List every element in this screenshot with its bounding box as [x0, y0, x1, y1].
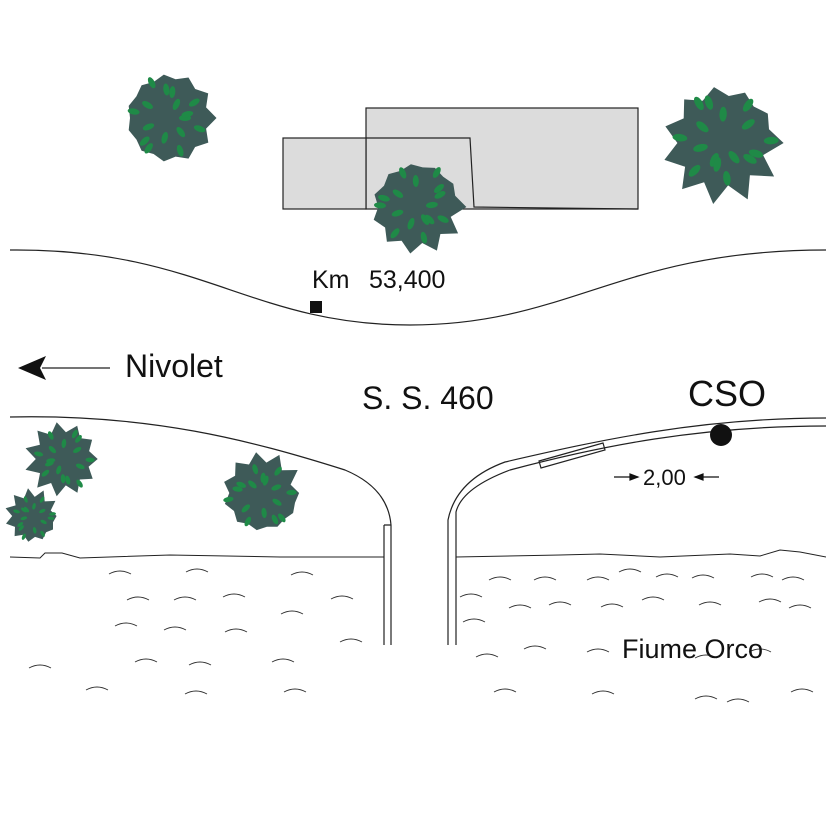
wave-mark — [698, 601, 722, 606]
wave-mark — [185, 568, 209, 573]
wave-mark — [280, 610, 304, 615]
wave-mark — [475, 653, 499, 658]
wave-mark — [493, 688, 517, 693]
wave-mark — [184, 690, 208, 695]
riverbank — [9, 549, 826, 559]
wave-mark — [224, 628, 248, 633]
wave-mark — [508, 604, 532, 609]
dimension-arrows — [614, 473, 719, 481]
wave-mark — [126, 596, 150, 601]
river-waves — [28, 568, 814, 703]
wave-mark — [586, 576, 610, 581]
wave-mark — [488, 576, 512, 581]
direction-label: Nivolet — [125, 348, 223, 384]
wave-mark — [641, 596, 665, 601]
buildings — [282, 107, 639, 210]
wave-mark — [459, 593, 483, 598]
km-marker — [310, 301, 322, 313]
wave-mark — [283, 688, 307, 693]
wave-mark — [134, 658, 158, 663]
road — [9, 249, 826, 645]
wave-mark — [748, 648, 772, 653]
wave-mark — [591, 690, 615, 695]
km-label: Km — [312, 266, 350, 294]
building-small — [282, 137, 367, 210]
wave-mark — [691, 574, 715, 579]
km-value: 53,400 — [369, 266, 446, 294]
tree-icon — [5, 488, 57, 542]
trees — [5, 74, 784, 542]
wave-mark — [788, 604, 812, 609]
wave-mark — [188, 661, 212, 666]
wave-mark — [533, 576, 557, 581]
wave-mark — [726, 698, 750, 703]
wave-mark — [330, 595, 354, 600]
wave-mark — [655, 573, 679, 578]
station-label: CSO — [688, 373, 767, 414]
tree-icon — [664, 87, 784, 204]
wave-mark — [618, 568, 642, 573]
river-label: Fiume Orco — [622, 634, 764, 664]
wave-mark — [163, 626, 187, 631]
wave-mark — [290, 571, 314, 576]
wave-mark — [222, 593, 246, 598]
wave-mark — [750, 573, 774, 578]
road-edge-southwest — [9, 416, 392, 645]
building-outline — [366, 137, 639, 210]
wave-mark — [548, 601, 572, 606]
wave-mark — [85, 686, 109, 691]
wave-mark — [462, 618, 486, 623]
wave-mark — [114, 622, 138, 627]
tree-icon — [127, 74, 217, 162]
wave-mark — [694, 654, 718, 659]
wave-mark — [28, 664, 52, 669]
wave-mark — [271, 658, 295, 663]
road-label: S. S. 460 — [362, 380, 494, 416]
wave-mark — [173, 596, 197, 601]
cso-station-marker — [710, 424, 732, 446]
road-edge-north — [9, 249, 826, 326]
distance-label: 2,00 — [643, 465, 686, 490]
wave-mark — [339, 638, 363, 643]
wave-mark — [600, 603, 624, 608]
wave-mark — [523, 645, 547, 650]
wave-mark — [790, 688, 814, 693]
tree-icon — [25, 422, 98, 497]
wave-mark — [781, 576, 805, 581]
wave-mark — [586, 648, 610, 653]
road-edge-southeast — [447, 417, 826, 645]
wave-mark — [758, 598, 782, 603]
wave-mark — [694, 695, 718, 700]
curb-southeast — [455, 425, 826, 645]
wave-mark — [108, 570, 132, 575]
tree-icon — [223, 452, 300, 531]
culvert-rect — [538, 442, 606, 469]
curb-southwest — [383, 524, 391, 645]
tree-icon — [373, 164, 467, 254]
arrow-left-icon — [18, 356, 46, 380]
